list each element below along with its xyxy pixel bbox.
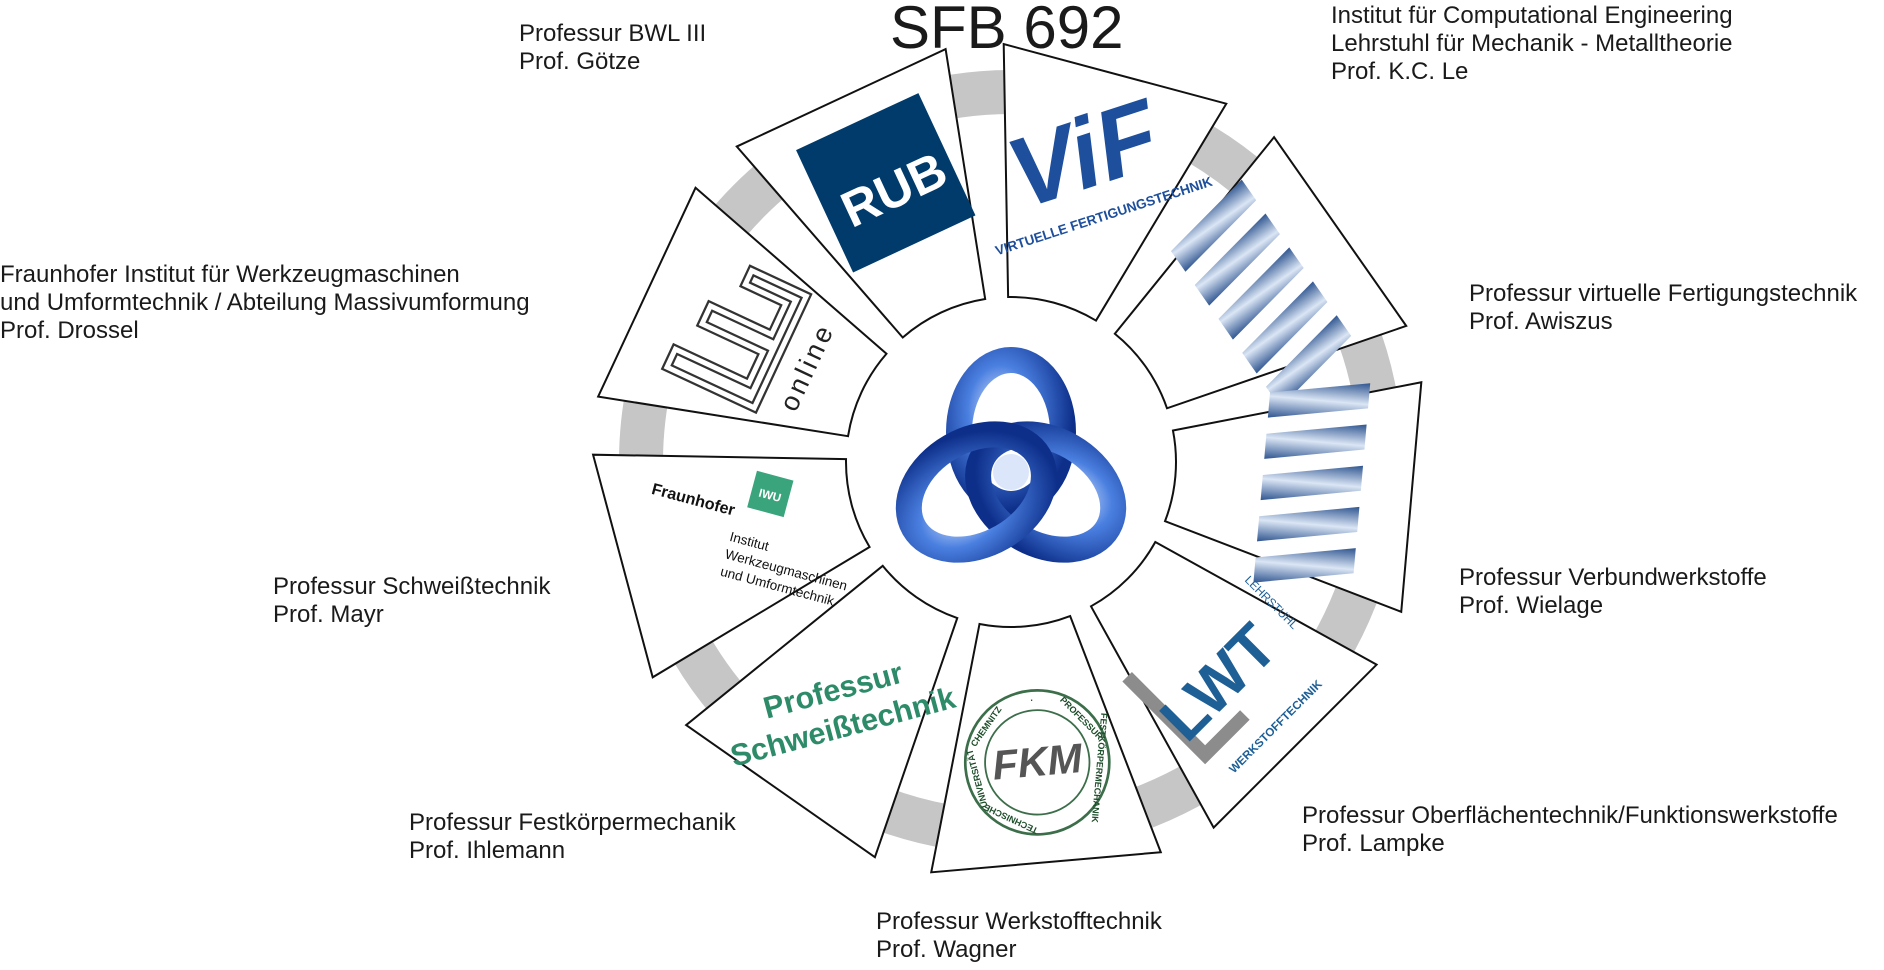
label-line: Prof. Wielage: [1459, 592, 1604, 619]
label-line: Prof. Götze: [519, 48, 641, 75]
wedge-panel: [684, 564, 959, 859]
partner-wedge-verbund: [1113, 135, 1408, 410]
trefoil-knot-icon: [895, 347, 1127, 563]
label-line: Prof. Awiszus: [1469, 308, 1613, 335]
knot-highlight: [993, 454, 1029, 490]
partner-logo: RUB: [796, 93, 976, 273]
seal-inner: [984, 709, 1091, 816]
partner-wedge-ice: RUB: [735, 47, 987, 339]
stripe: [1257, 506, 1360, 542]
label-line: Institut für Computational Engineering: [1331, 2, 1733, 29]
label-line: Professur virtuelle Fertigungstechnik: [1469, 280, 1858, 307]
stripe: [1170, 179, 1257, 272]
label-iwu: Fraunhofer Institut für Werkzeugmaschine…: [0, 261, 530, 345]
label-line: und Umformtechnik / Abteilung Massivumfo…: [0, 289, 530, 316]
label-line: Professur BWL III: [519, 20, 707, 47]
diagram-title: SFB 692: [890, 0, 1124, 61]
label-line: Prof. Wagner: [876, 936, 1017, 963]
label-werk: Professur Werkstofftechnik Prof. Wagner: [876, 908, 1162, 964]
logo-outline: [660, 264, 813, 415]
partner-logo: [1253, 383, 1371, 583]
wedge-panel: [1089, 540, 1379, 830]
stripe: [1218, 247, 1304, 340]
label-verbund: Professur Verbundwerkstoffe Prof. Wielag…: [1459, 564, 1767, 620]
rub-logo-icon: RUB: [796, 93, 976, 273]
wedge-panel: [1002, 42, 1228, 322]
seal-ring-word: ·: [1030, 695, 1034, 705]
partner-wedge-bwl: online: [596, 186, 888, 438]
stripe: [1260, 465, 1364, 501]
label-ice: Institut für Computational Engineering L…: [1331, 2, 1733, 86]
fkm-text: FKM: [991, 735, 1086, 789]
logo-inner: [670, 273, 804, 405]
wedge-panel: [591, 453, 871, 679]
striped-logo-icon: [1253, 383, 1371, 583]
knot-loop: [895, 421, 1057, 563]
label-vif: Professur virtuelle Fertigungstechnik Pr…: [1469, 280, 1857, 336]
striped-logo-icon: [1170, 179, 1352, 408]
stripe: [1265, 315, 1352, 408]
stripe: [1253, 548, 1356, 583]
wedge-panel: [596, 186, 888, 438]
label-line: Prof. Ihlemann: [409, 837, 566, 864]
partner-wedge-fest: TECHNISCHEUNIVERSITÄTCHEMNITZ·PROFESSURF…: [930, 614, 1163, 874]
label-ober: Professur Oberflächentechnik/Funktionswe…: [1302, 802, 1838, 858]
iwu-badge-text: IWU: [757, 487, 782, 505]
label-line: Professur Werkstofftechnik: [876, 908, 1162, 935]
label-fest: Professur Festkörpermechanik Prof. Ihlem…: [409, 809, 736, 865]
label-line: Prof. K.C. Le: [1331, 58, 1469, 85]
rub-square: [796, 93, 976, 273]
label-line: Fraunhofer Institut für Werkzeugmaschine…: [0, 261, 460, 288]
label-line: Professur Festkörpermechanik: [409, 809, 736, 836]
label-line: Prof. Drossel: [0, 317, 139, 344]
label-line: Professur Oberflächentechnik/Funktionswe…: [1302, 802, 1838, 829]
label-line: Professur Schweißtechnik: [273, 573, 551, 600]
iwu-badge: [747, 470, 794, 518]
stripe: [1264, 424, 1367, 459]
stripe: [1242, 281, 1328, 374]
seal-outer: [963, 689, 1111, 836]
partner-wedge-ober: [1163, 381, 1423, 614]
partner-logo: [1170, 179, 1352, 408]
label-line: Prof. Mayr: [273, 601, 384, 628]
label-bwl: Professur BWL III Prof. Götze: [519, 20, 706, 76]
stripe: [1267, 383, 1371, 418]
label-line: Prof. Lampke: [1302, 830, 1445, 857]
book-logo-icon: [660, 264, 813, 415]
label-schweiss: Professur Schweißtechnik Prof. Mayr: [273, 573, 550, 629]
stripe: [1194, 213, 1280, 306]
lwt-l-shape: [1122, 672, 1250, 765]
label-line: Professur Verbundwerkstoffe: [1459, 564, 1767, 591]
label-line: Lehrstuhl für Mechanik - Metalltheorie: [1331, 30, 1733, 57]
partner-wedge-iwu: IWUFraunhoferInstitutWerkzeugmaschinenun…: [591, 453, 871, 679]
